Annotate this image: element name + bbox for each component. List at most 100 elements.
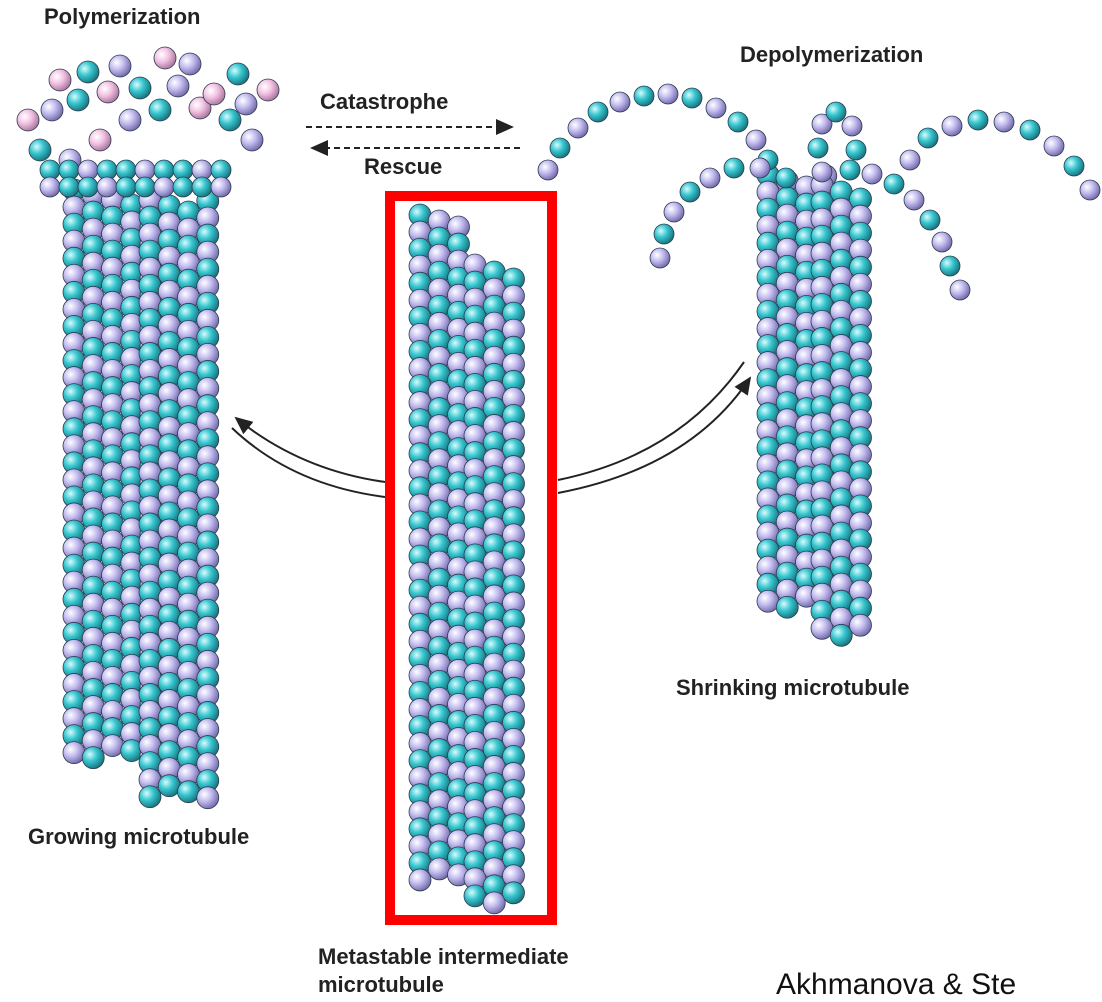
tubulin-subunit [197, 787, 219, 809]
tubulin-subunit [850, 614, 872, 636]
tubulin-subunit [77, 61, 99, 83]
tubulin-subunit [178, 781, 200, 803]
shrinking-microtubule-label: Shrinking microtubule [676, 675, 909, 701]
tubulin-subunit [464, 885, 486, 907]
tubulin-subunit [968, 110, 988, 130]
tubulin-subunit [811, 617, 833, 639]
left-transition-arrows-icon [232, 418, 385, 497]
metastable-label-line2: microtubule [318, 972, 444, 998]
tubulin-subunit [568, 118, 588, 138]
tubulin-subunit [158, 775, 180, 797]
tubulin-subunit [757, 590, 779, 612]
tubulin-subunit [900, 150, 920, 170]
tubulin-subunit [139, 786, 161, 808]
tubulin-subunit [706, 98, 726, 118]
tubulin-subunit [41, 99, 63, 121]
tubulin-subunit [227, 63, 249, 85]
tubulin-subunit [257, 79, 279, 101]
tubulin-subunit [812, 162, 832, 182]
tubulin-subunit [102, 735, 124, 757]
tubulin-subunit [119, 109, 141, 131]
tubulin-subunit [67, 89, 89, 111]
metastable-label-line1: Metastable intermediate [318, 944, 569, 970]
tubulin-subunit [1044, 136, 1064, 156]
right-transition-arrows-icon [558, 362, 750, 493]
tubulin-subunit [538, 160, 558, 180]
tubulin-subunit [950, 280, 970, 300]
tubulin-subunit [862, 164, 882, 184]
tubulin-subunit [179, 53, 201, 75]
polymerization-label: Polymerization [44, 4, 200, 30]
tubulin-subunit [550, 138, 570, 158]
tubulin-subunit [932, 232, 952, 252]
tubulin-subunit [503, 882, 525, 904]
tubulin-subunit [82, 747, 104, 769]
tubulin-subunit [680, 182, 700, 202]
tubulin-subunit [203, 83, 225, 105]
tubulin-subunit [154, 47, 176, 69]
tubulin-subunit [59, 177, 79, 197]
tubulin-subunit [97, 81, 119, 103]
citation-text: Akhmanova & Ste [776, 968, 1016, 1002]
tubulin-subunit [17, 109, 39, 131]
tubulin-subunit [409, 869, 431, 891]
tubulin-subunit [211, 177, 231, 197]
tubulin-subunit [904, 190, 924, 210]
tubulin-subunit [241, 129, 263, 151]
tubulin-subunit [654, 224, 674, 244]
tubulin-subunit [750, 158, 770, 178]
tubulin-subunit [994, 112, 1014, 132]
tubulin-subunit [109, 55, 131, 77]
depolymerization-label: Depolymerization [740, 42, 923, 68]
tubulin-subunit [776, 596, 798, 618]
tubulin-subunit [842, 116, 862, 136]
tubulin-subunit [610, 92, 630, 112]
tubulin-subunit [149, 99, 171, 121]
tubulin-subunit [235, 93, 257, 115]
tubulin-subunit [658, 84, 678, 104]
tubulin-subunit [192, 177, 212, 197]
tubulin-subunit [682, 88, 702, 108]
tubulin-subunit [634, 86, 654, 106]
tubulin-subunit [1080, 180, 1100, 200]
tubulin-subunit [173, 177, 193, 197]
tubulin-subunit [483, 892, 505, 914]
tubulin-subunit [776, 168, 796, 188]
growing-microtubule [17, 47, 279, 809]
tubulin-subunit [700, 168, 720, 188]
tubulin-subunit [78, 177, 98, 197]
tubulin-subunit [116, 177, 136, 197]
tubulin-subunit [942, 116, 962, 136]
tubulin-subunit [1020, 120, 1040, 140]
tubulin-subunit [884, 174, 904, 194]
tubulin-subunit [97, 177, 117, 197]
tubulin-subunit [920, 210, 940, 230]
tubulin-subunit [29, 139, 51, 161]
tubulin-subunit [940, 256, 960, 276]
tubulin-subunit [167, 75, 189, 97]
tubulin-subunit [219, 109, 241, 131]
tubulin-subunit [826, 102, 846, 122]
tubulin-subunit [650, 248, 670, 268]
tubulin-subunit [135, 177, 155, 197]
shrinking-microtubule [538, 84, 1100, 646]
tubulin-subunit [588, 102, 608, 122]
tubulin-subunit [1064, 156, 1084, 176]
tubulin-subunit [830, 624, 852, 646]
tubulin-subunit [154, 177, 174, 197]
tubulin-subunit [49, 69, 71, 91]
tubulin-subunit [918, 128, 938, 148]
tubulin-subunit [40, 177, 60, 197]
metastable-microtubule [409, 204, 525, 914]
tubulin-subunit [808, 138, 828, 158]
tubulin-subunit [728, 112, 748, 132]
tubulin-subunit [63, 742, 85, 764]
tubulin-subunit [724, 158, 744, 178]
growing-microtubule-label: Growing microtubule [28, 824, 249, 850]
tubulin-subunit [664, 202, 684, 222]
tubulin-subunit [846, 140, 866, 160]
tubulin-subunit [428, 858, 450, 880]
catastrophe-label: Catastrophe [320, 89, 448, 115]
tubulin-subunit [129, 77, 151, 99]
